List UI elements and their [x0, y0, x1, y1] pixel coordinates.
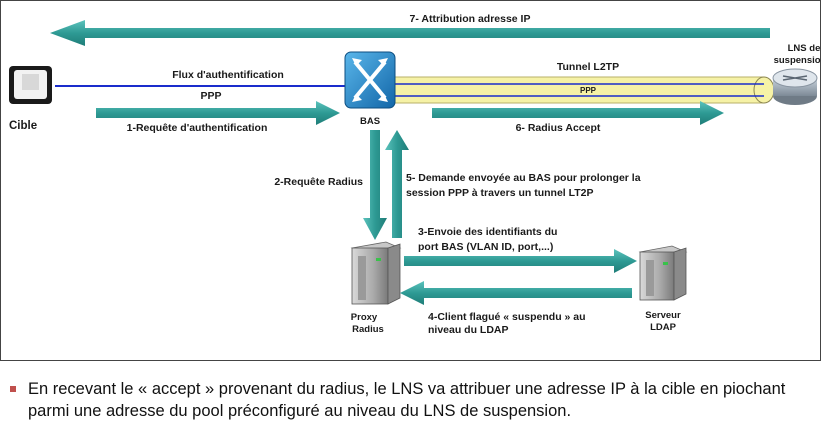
- cible-device: [9, 66, 52, 104]
- label-client-2: niveau du LDAP: [428, 324, 509, 336]
- label-demande-1: 5- Demande envoyée au BAS pour prolonger…: [406, 172, 641, 184]
- label-tunnel-ppp: PPP: [580, 86, 597, 95]
- arrow-envoie-identifiants: [404, 249, 637, 273]
- label-envoie-2: port BAS (VLAN ID, port,...): [418, 241, 553, 253]
- label-flux-auth: Flux d'authentification: [172, 69, 284, 81]
- label-requete-radius: 2-Requête Radius: [274, 176, 363, 188]
- label-lns-2: suspension: [774, 55, 821, 66]
- ldap-server-icon: [638, 245, 688, 301]
- label-ldap-1: Serveur: [645, 310, 681, 321]
- arrow-demande: [385, 130, 409, 238]
- label-tunnel: Tunnel L2TP: [557, 61, 619, 73]
- arrow-client-flague: [400, 281, 632, 305]
- label-bas: BAS: [360, 116, 380, 127]
- label-ldap-2: LDAP: [650, 322, 677, 333]
- arrow-radius-accept: [432, 101, 724, 125]
- tunnel-l2tp: [391, 76, 775, 104]
- label-attribution-ip: 7- Attribution adresse IP: [410, 13, 531, 25]
- bullet-text: En recevant le « accept » provenant du r…: [28, 380, 786, 420]
- lns-router-icon: [772, 68, 818, 105]
- label-proxy-1: Proxy: [351, 312, 378, 323]
- label-cible: Cible: [9, 120, 37, 132]
- bas-router-icon: [344, 51, 396, 109]
- arrow-requete-radius: [363, 130, 387, 240]
- label-demande-2: session PPP à travers un tunnel LT2P: [406, 187, 594, 199]
- label-radius-accept: 6- Radius Accept: [516, 122, 601, 134]
- label-client-1: 4-Client flagué « suspendu » au: [428, 311, 586, 323]
- label-envoie-1: 3-Envoie des identifiants du: [418, 226, 557, 238]
- label-proxy-2: Radius: [352, 324, 384, 335]
- arrow-requete-auth: [96, 101, 340, 125]
- label-lns-1: LNS de: [788, 43, 821, 54]
- label-requete-auth: 1-Requête d'authentification: [127, 122, 268, 134]
- arrow-attribution-ip: [50, 20, 770, 46]
- label-ppp: PPP: [200, 90, 221, 102]
- proxy-radius-server-icon: [350, 241, 402, 305]
- bullet-marker: [10, 386, 16, 392]
